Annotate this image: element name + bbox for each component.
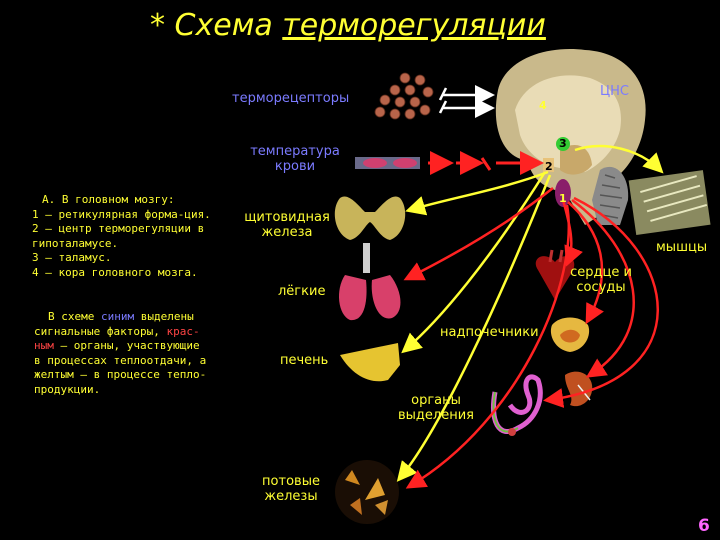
brain-icon <box>495 49 646 226</box>
adrenal-icon <box>550 317 590 352</box>
reticular-formation-marker <box>555 179 571 207</box>
label-heart-vessels: сердце и сосуды <box>570 265 632 295</box>
brain-number-2: 2 <box>545 160 553 173</box>
label-lungs: лёгкие <box>278 284 326 299</box>
lungs-icon <box>338 243 401 321</box>
thyroid-icon <box>334 196 406 240</box>
label-adrenal: надпочечники <box>440 325 539 340</box>
thalamus-marker <box>556 137 570 151</box>
legend-brain-structures: А. В головном мозгу: 1 – ретикулярная фо… <box>32 193 211 279</box>
brain-number-1: 1 <box>559 192 567 205</box>
sweat-glands-icon <box>335 460 399 524</box>
hypothalamus-marker <box>543 158 554 172</box>
label-liver: печень <box>280 353 329 368</box>
label-muscles: мышцы <box>656 240 708 255</box>
kidney-icon <box>565 371 593 407</box>
label-thyroid: щитовидная железа <box>244 210 330 240</box>
legend-color-key: В схеме синим выделены сигнальные фактор… <box>34 310 207 396</box>
brain-number-3: 3 <box>559 137 567 150</box>
label-excretion-organs: органы выделения <box>398 393 474 423</box>
liver-icon <box>340 343 400 382</box>
label-thermoreceptors: терморецепторы <box>232 91 350 106</box>
page-number: 6 <box>698 516 710 536</box>
page-title: * Схема терморегуляции <box>150 8 546 43</box>
blood-vessel-icon <box>355 157 420 169</box>
label-cns: ЦНС <box>600 84 629 99</box>
label-sweat-glands: потовые железы <box>262 474 320 504</box>
thermoreceptors-icon <box>374 72 434 120</box>
brain-number-4: 4 <box>539 99 547 112</box>
label-blood-temperature: температура крови <box>250 144 340 174</box>
muscles-icon <box>628 170 711 236</box>
